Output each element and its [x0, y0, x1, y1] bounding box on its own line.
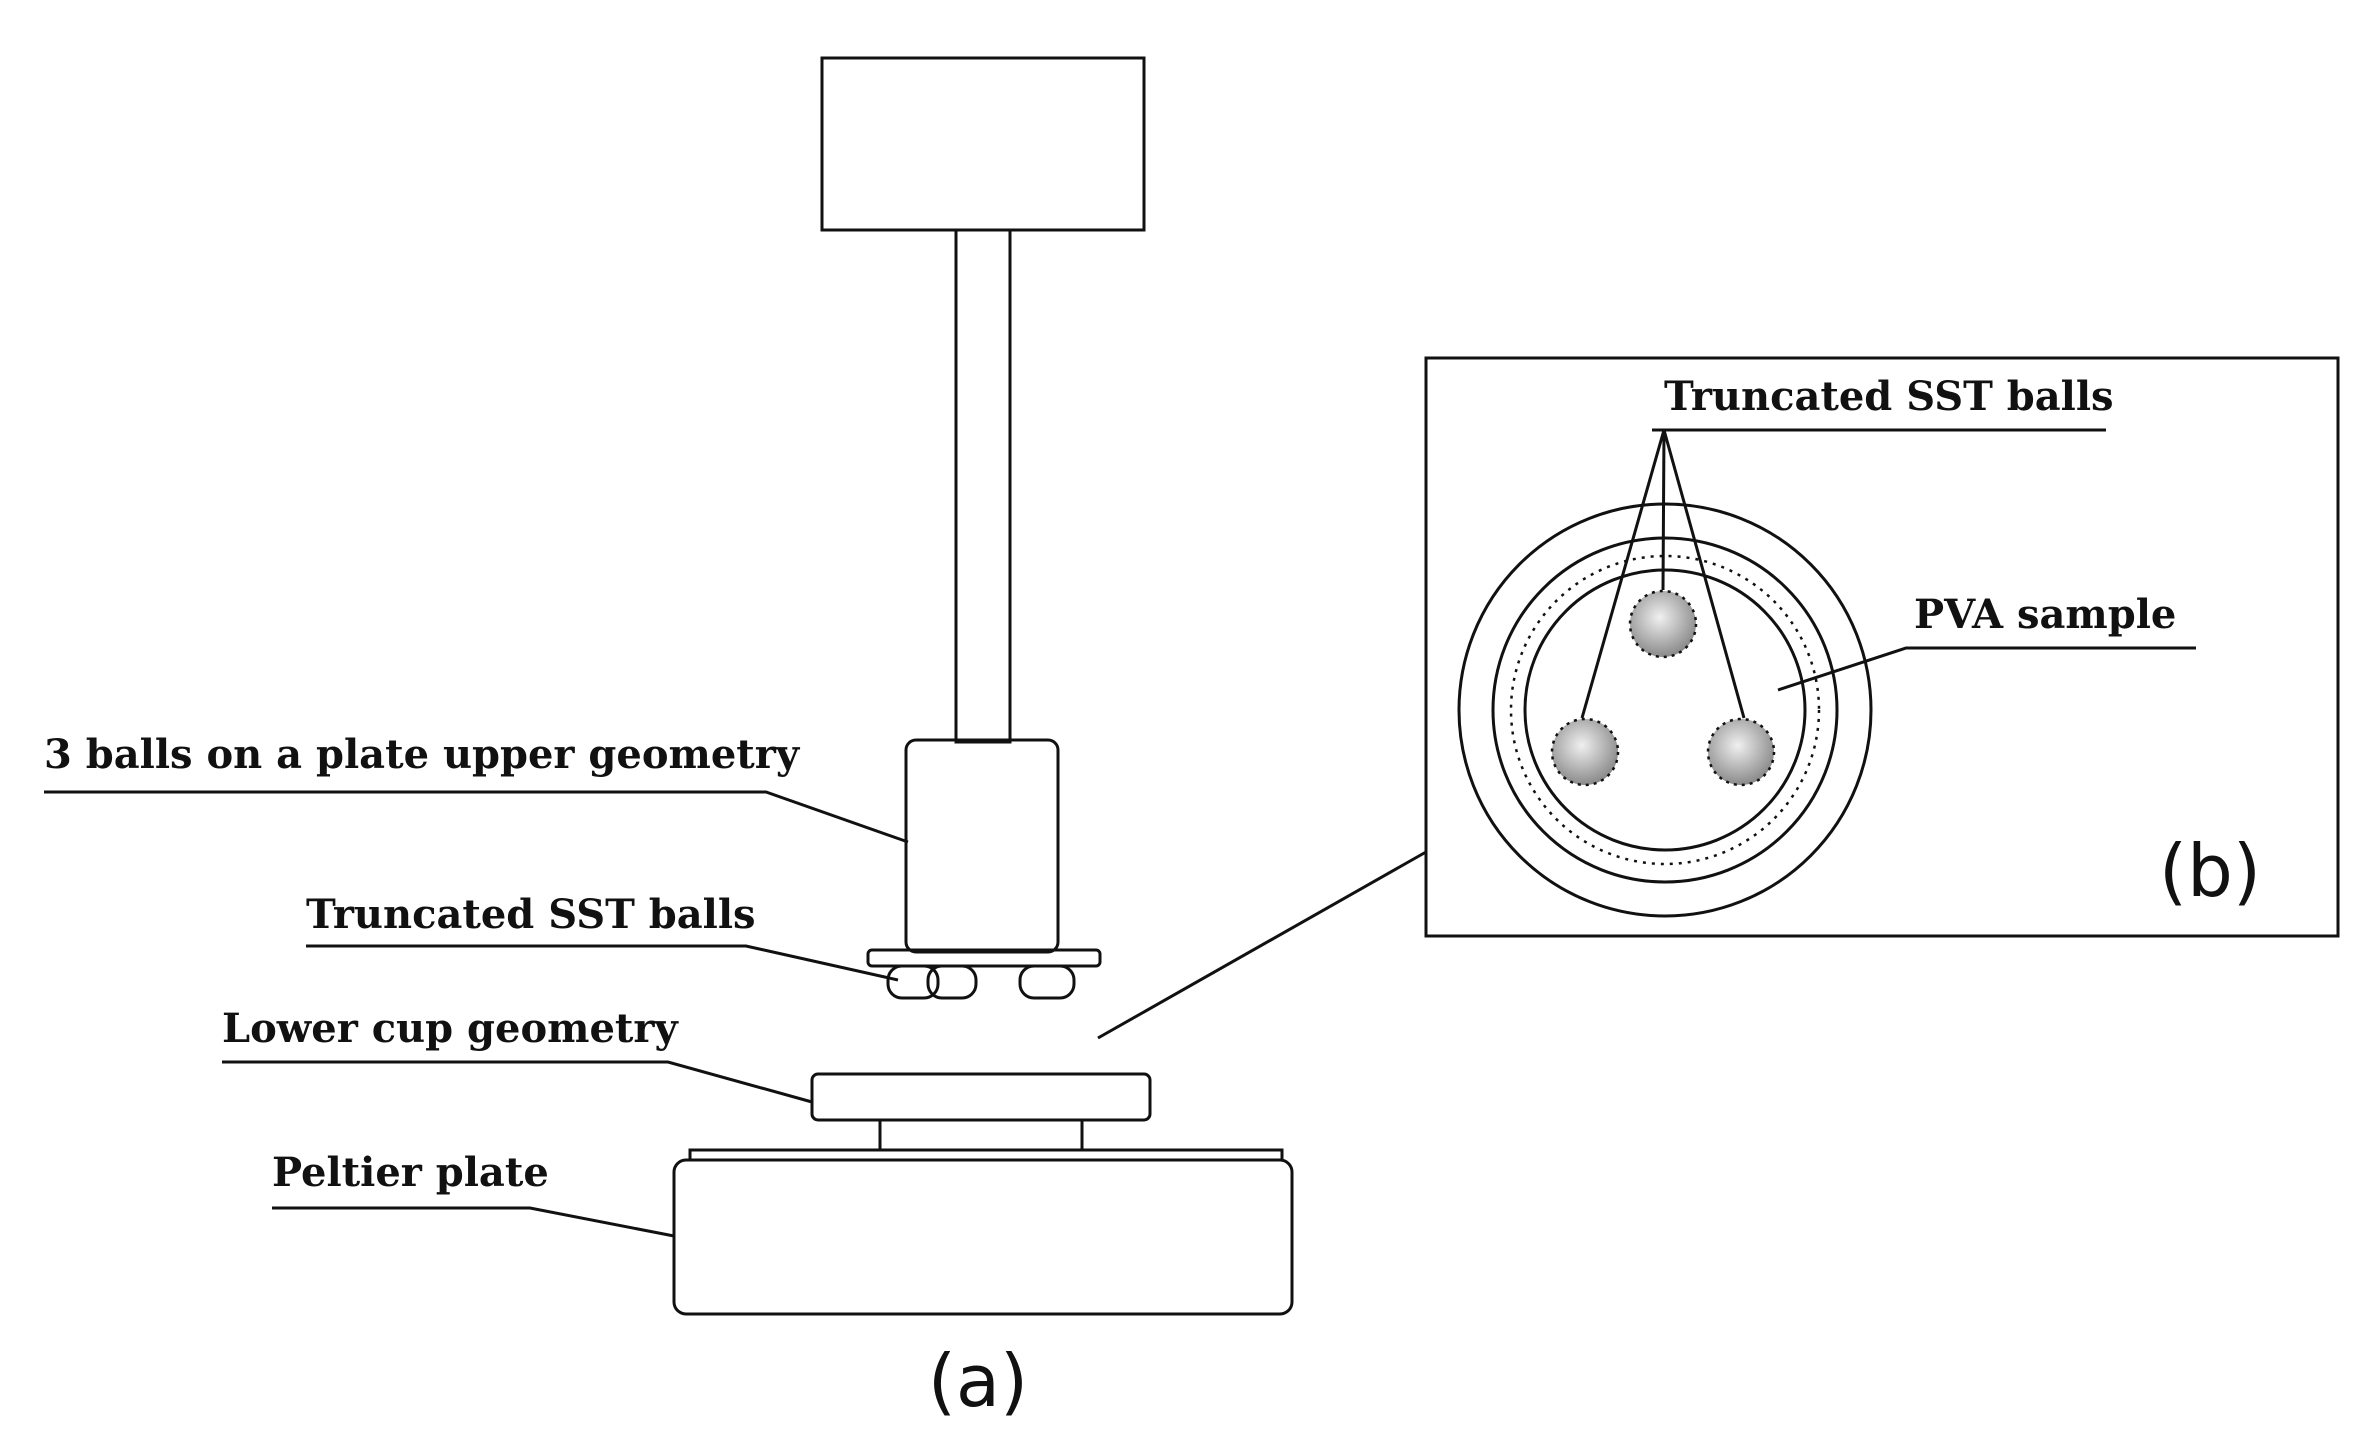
- sst-ball: [1018, 964, 1076, 1000]
- lower-cup-top: [810, 1072, 1152, 1122]
- leader-upper-geometry: [44, 790, 909, 844]
- panel-b: Truncated SST balls PVA sample (b): [1424, 356, 2340, 938]
- upper-geometry-block: [904, 738, 1060, 954]
- motor-head: [820, 56, 1146, 232]
- pva-sample-area: [1523, 568, 1807, 852]
- label-peltier-plate: Peltier plate: [272, 1149, 549, 1196]
- cup-inner-ring: [1491, 536, 1839, 884]
- sst-ball: [886, 964, 940, 1000]
- leader-truncated-sst-balls-a: [306, 944, 899, 982]
- leader-peltier-plate: [272, 1206, 675, 1238]
- panel-a: 3 balls on a plate upper geometry Trunca…: [44, 56, 1294, 1423]
- label-truncated-sst-balls-b: Truncated SST balls: [1664, 373, 2114, 420]
- sst-ball-top: [1628, 589, 1698, 659]
- upper-balls: [886, 964, 1076, 1000]
- label-upper-geometry: 3 balls on a plate upper geometry: [44, 731, 801, 778]
- caption-b: (b): [2159, 829, 2261, 913]
- sst-ball: [926, 964, 978, 1000]
- upper-geometry-plate: [866, 948, 1102, 968]
- label-truncated-sst-balls-a: Truncated SST balls: [306, 891, 756, 938]
- drive-shaft: [954, 228, 1012, 744]
- sst-ball-right: [1706, 717, 1776, 787]
- sst-ball-left: [1550, 717, 1620, 787]
- label-lower-cup: Lower cup geometry: [222, 1005, 679, 1052]
- inset-balls: [1550, 589, 1776, 787]
- inset-frame: [1424, 356, 2340, 938]
- inset-connector-line: [1097, 850, 1427, 1040]
- sample-boundary-dotted: [1509, 554, 1821, 866]
- leader-ball-right: [1662, 429, 1746, 719]
- leader-lower-cup: [222, 1060, 813, 1104]
- leader-ball-top: [1661, 429, 1666, 591]
- lower-cup-stem: [878, 1118, 1084, 1152]
- label-pva-sample: PVA sample: [1914, 591, 2176, 638]
- caption-a: (a): [928, 1339, 1028, 1423]
- peltier-plate-body: [672, 1158, 1294, 1316]
- leader-ball-left: [1580, 429, 1666, 719]
- cup-outer-ring: [1457, 502, 1873, 918]
- leader-pva-sample: [1777, 646, 2196, 692]
